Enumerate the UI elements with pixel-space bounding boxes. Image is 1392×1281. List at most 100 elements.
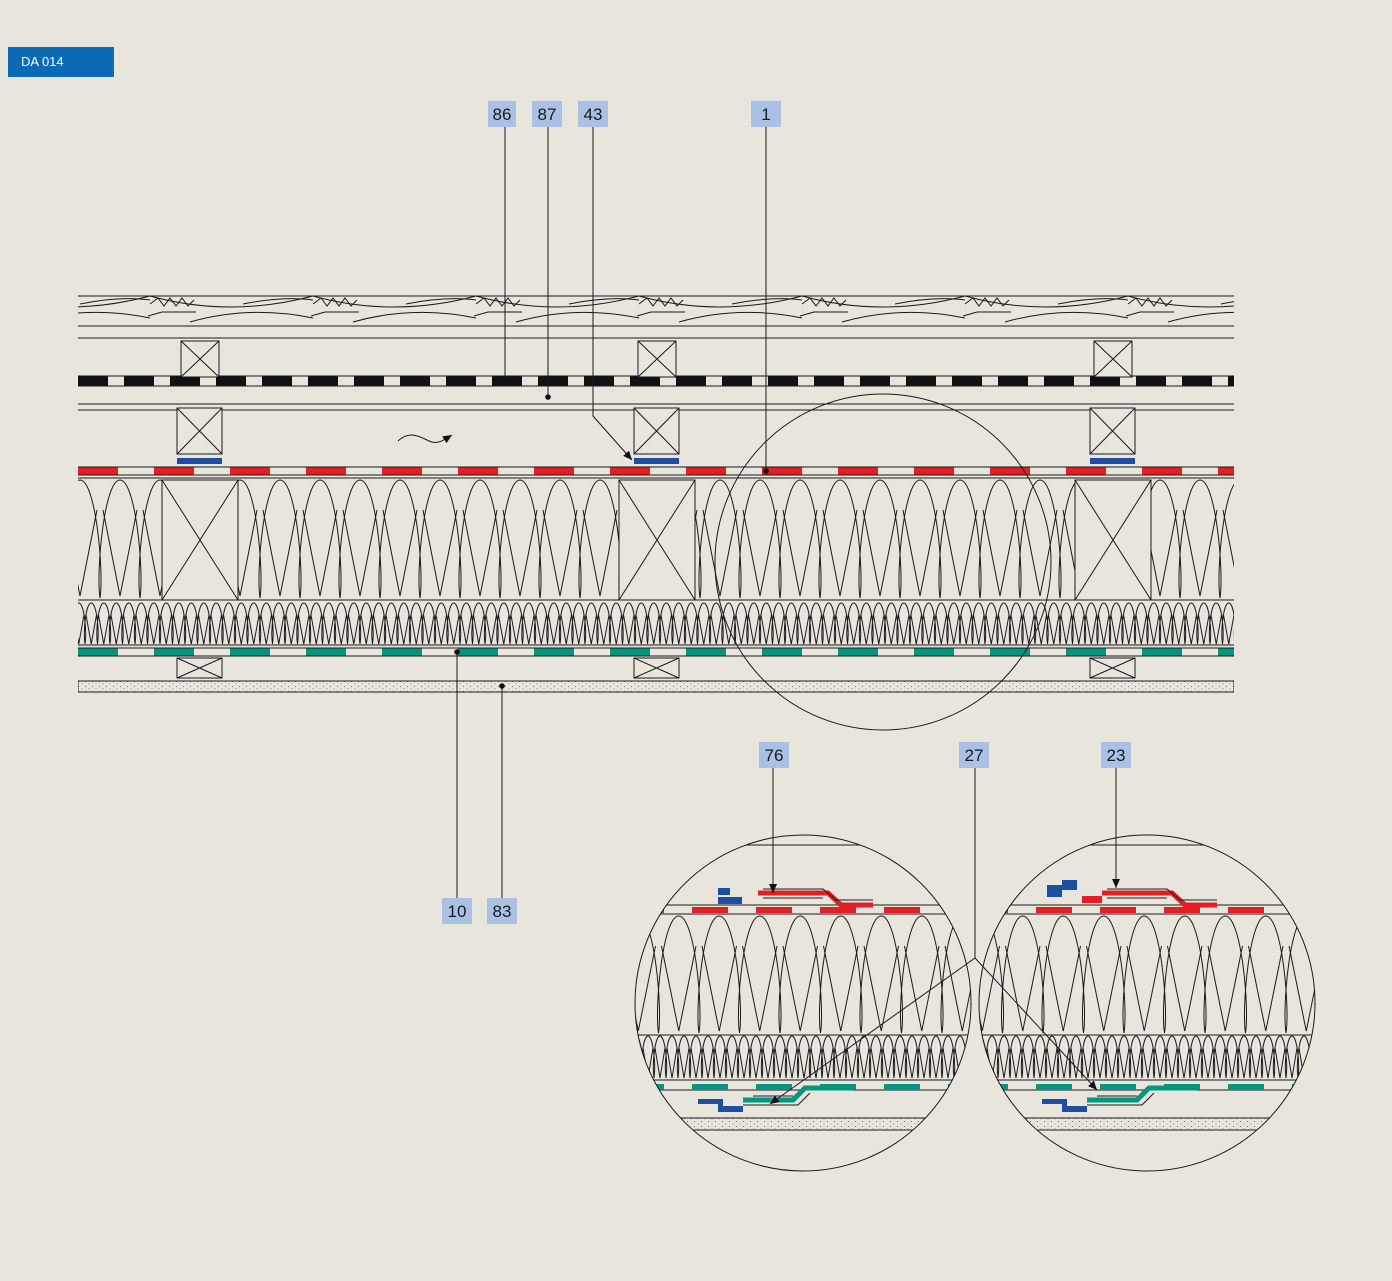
insulation-fibre bbox=[496, 602, 512, 645]
insulation-fibre bbox=[721, 602, 737, 645]
svg-text:10: 10 bbox=[448, 902, 467, 921]
insulation-fibre bbox=[868, 1035, 884, 1079]
membrane-overlap bbox=[1087, 1085, 1197, 1103]
insulation-fibre bbox=[1146, 602, 1162, 645]
insulation-fibre bbox=[1152, 1035, 1168, 1079]
insulation-fibre bbox=[808, 602, 824, 645]
drawing-code-tag: DA 014 bbox=[8, 47, 114, 77]
sealing-tape bbox=[634, 458, 679, 464]
insulation-fibre bbox=[1188, 1035, 1204, 1079]
insulation-fibre bbox=[1033, 602, 1049, 645]
sealing-tape bbox=[177, 458, 222, 464]
insulation-fibre bbox=[796, 602, 812, 645]
insulation-fibre bbox=[221, 602, 237, 645]
insulation-fibre bbox=[724, 1035, 740, 1079]
insulation-fibre bbox=[737, 915, 782, 1034]
insulation-fibre bbox=[1122, 915, 1167, 1034]
insulation-fibre bbox=[358, 602, 374, 645]
insulation-fibre bbox=[338, 479, 382, 599]
insulation-fibre bbox=[664, 1035, 680, 1079]
insulation-fibre bbox=[1032, 1035, 1048, 1079]
insulation-fibre bbox=[771, 602, 787, 645]
insulation-fibre bbox=[1196, 602, 1212, 645]
insulation-fibre bbox=[856, 1035, 872, 1079]
insulation-fibre bbox=[408, 602, 424, 645]
insulation-fibre bbox=[538, 479, 582, 599]
insulation-fibre bbox=[1243, 915, 1288, 1034]
insulation-fibre bbox=[446, 602, 462, 645]
insulation-fibre bbox=[635, 1035, 644, 1079]
airflow-arrow bbox=[397, 434, 453, 444]
insulation-fibre bbox=[546, 602, 562, 645]
insulation-fibre bbox=[483, 602, 499, 645]
insulation-fibre bbox=[108, 602, 124, 645]
insulation-fibre bbox=[833, 602, 849, 645]
plasterboard-layer bbox=[78, 680, 1234, 693]
insulation-fibre bbox=[1162, 915, 1207, 1034]
insulation-fibre bbox=[1164, 1035, 1180, 1079]
roof-tile bbox=[1127, 295, 1234, 308]
insulation-fibre bbox=[59, 603, 73, 644]
insulation-fibre bbox=[98, 479, 142, 599]
insulation-fibre bbox=[1008, 1035, 1024, 1079]
insulation-fibre bbox=[688, 1035, 704, 1079]
insulation-fibre bbox=[1224, 1035, 1240, 1079]
insulation-fibre bbox=[1128, 1035, 1144, 1079]
insulation-fibre bbox=[246, 602, 262, 645]
insulation-fibre bbox=[712, 1035, 728, 1079]
svg-text:1: 1 bbox=[761, 105, 770, 124]
insulation-fibre bbox=[778, 915, 823, 1034]
insulation-fibre bbox=[880, 1035, 896, 1079]
insulation-fibre bbox=[635, 915, 661, 1034]
insulation-fibre bbox=[1284, 915, 1315, 1034]
insulation-fibre bbox=[760, 1035, 776, 1079]
insulation-fibre bbox=[533, 602, 549, 645]
insulation-fibre bbox=[656, 915, 701, 1034]
insulation-fibre bbox=[983, 602, 999, 645]
roof-tile bbox=[78, 295, 151, 308]
insulation-fibre bbox=[821, 602, 837, 645]
insulation-fibre bbox=[498, 479, 542, 599]
insulation-fibre bbox=[808, 1035, 824, 1079]
insulation-fibre bbox=[916, 1035, 932, 1079]
insulation-fibre bbox=[1081, 915, 1126, 1034]
insulation-fibre bbox=[940, 915, 971, 1034]
insulation-fibre bbox=[958, 602, 974, 645]
insulation-fibre bbox=[421, 602, 437, 645]
svg-text:83: 83 bbox=[493, 902, 512, 921]
insulation-fibre bbox=[433, 602, 449, 645]
insulation-fibre bbox=[818, 915, 863, 1034]
insulation-fibre bbox=[978, 479, 1022, 599]
insulation-fibre bbox=[233, 602, 249, 645]
insulation-fibre bbox=[984, 1035, 1000, 1079]
insulation-fibre bbox=[784, 1035, 800, 1079]
insulation-fibre bbox=[1008, 602, 1024, 645]
insulation-fibre bbox=[818, 479, 862, 599]
insulation-fibre bbox=[1092, 1035, 1108, 1079]
insulation-fibre bbox=[83, 602, 99, 645]
insulation-fibre bbox=[471, 602, 487, 645]
roof-tile bbox=[149, 295, 314, 308]
svg-text:27: 27 bbox=[965, 746, 984, 765]
insulation-fibre bbox=[736, 1035, 752, 1079]
insulation-fibre bbox=[1041, 915, 1086, 1034]
insulation-fibre bbox=[700, 1035, 716, 1079]
insulation-fibre bbox=[78, 479, 102, 599]
sealing-tape bbox=[1047, 880, 1077, 897]
insulation-fibre bbox=[271, 602, 287, 645]
label-86: 86 bbox=[488, 101, 516, 127]
insulation-fibre bbox=[658, 602, 674, 645]
label-43: 43 bbox=[578, 101, 608, 127]
insulation-fibre bbox=[746, 602, 762, 645]
insulation-fibre bbox=[1218, 484, 1234, 599]
insulation-fibre bbox=[696, 602, 712, 645]
insulation-fibre bbox=[1308, 1035, 1315, 1079]
detail-view-left bbox=[634, 834, 972, 1172]
insulation-fibre bbox=[1200, 1035, 1216, 1079]
insulation-fibre bbox=[158, 602, 174, 645]
label-23: 23 bbox=[1101, 742, 1131, 768]
insulation-fibre bbox=[346, 602, 362, 645]
insulation-fibre bbox=[772, 1035, 788, 1079]
